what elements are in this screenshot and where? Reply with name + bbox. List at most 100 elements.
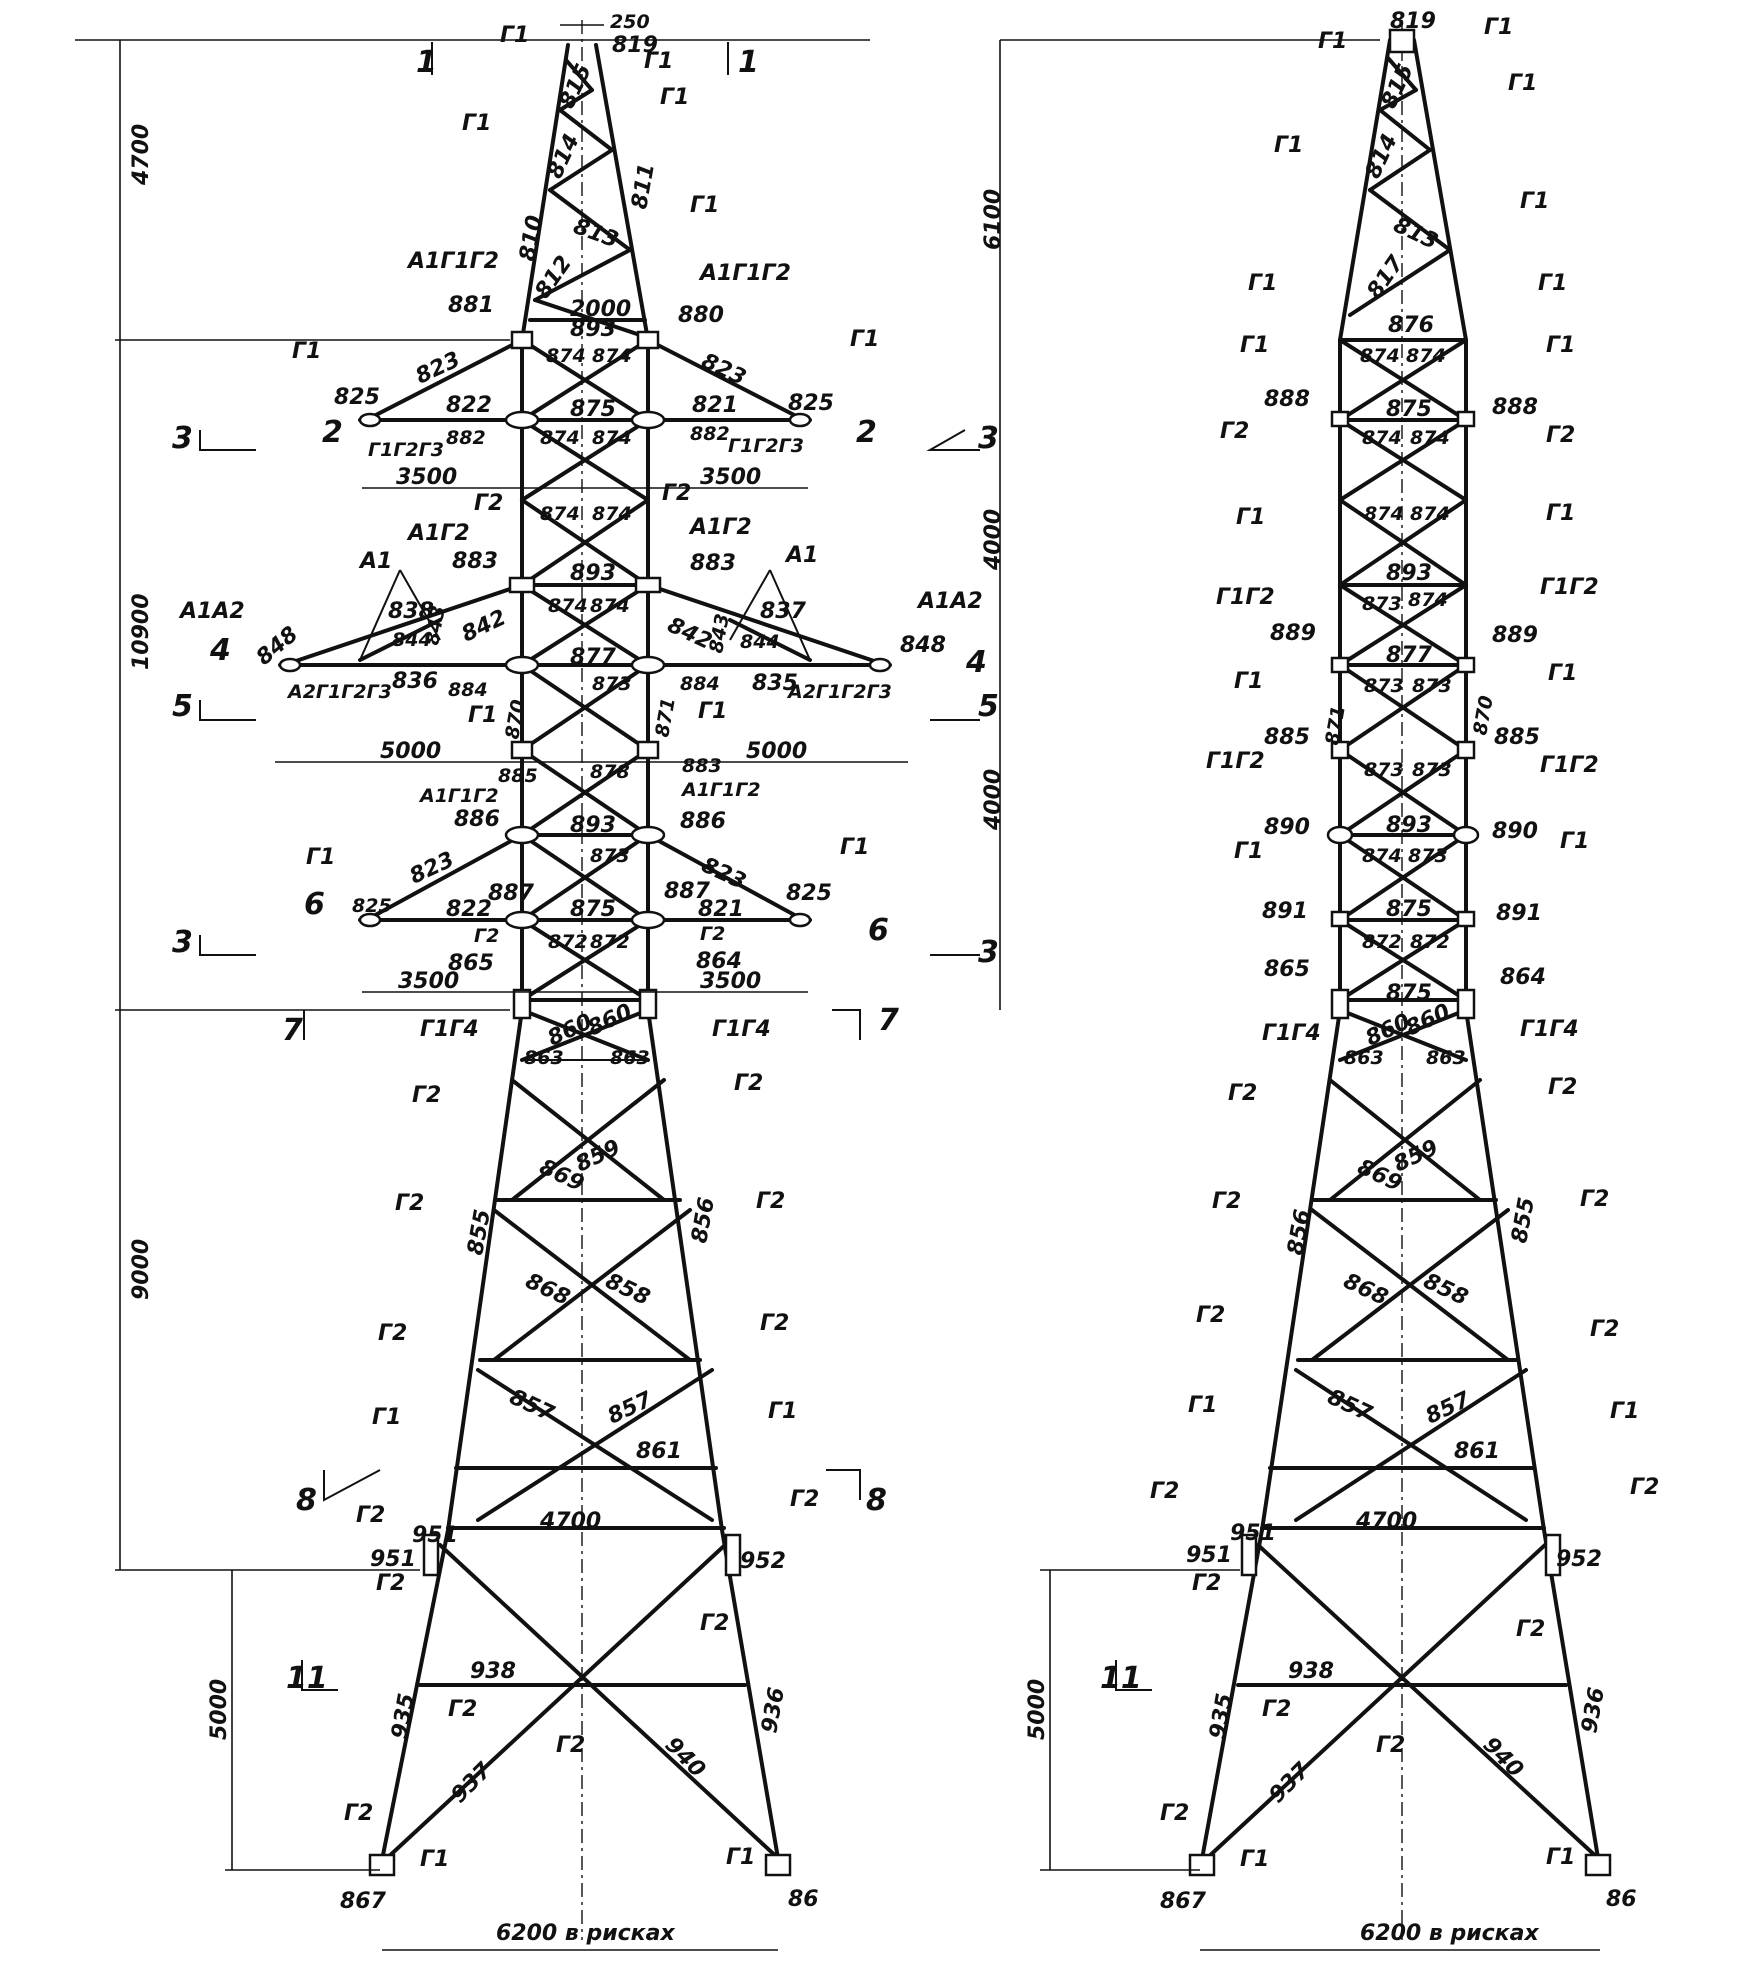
label-a1: А1 (358, 549, 392, 574)
label-p887: 887 (488, 881, 535, 906)
side-base (1203, 1543, 1602, 1862)
label-p872: 872 (590, 931, 630, 953)
label-p874: 874 (1362, 845, 1402, 867)
label-p882: 882 (446, 427, 486, 449)
side-lower-bracing (1260, 1078, 1546, 1530)
section-4-left: 4 (209, 633, 231, 668)
label-g2: Г2 (474, 925, 499, 947)
label-p835: 835 (752, 671, 798, 696)
label-g1: Г1 (372, 1405, 401, 1430)
label-p886: 886 (680, 809, 726, 834)
label-g1g2: Г1Г2 (1540, 753, 1599, 778)
label-g2: Г2 (1160, 1801, 1189, 1826)
side-body-bracing (1338, 338, 1468, 1062)
label-p952: 952 (1556, 1547, 1602, 1572)
label-a1a2: А1А2 (916, 589, 983, 614)
section-7-right: 7 (878, 1003, 899, 1038)
label-p819: 819 (612, 33, 658, 58)
label-g1: Г1 (1248, 271, 1277, 296)
label-g1g2: Г1Г2 (1206, 749, 1265, 774)
label-p859: 859 (572, 1135, 624, 1177)
label-p883: 883 (452, 549, 498, 574)
label-p874: 874 (592, 503, 632, 525)
label-a1a2: А1А2 (178, 599, 245, 624)
label-g1: Г1 (644, 49, 673, 74)
label-p873: 873 (1408, 845, 1448, 867)
upper-traverse (358, 338, 812, 422)
label-p883: 883 (682, 755, 722, 777)
label-g1: Г1 (1240, 1847, 1269, 1872)
dim-middle-arm-left: 5000 (380, 739, 441, 764)
label-p871: 871 (1321, 704, 1350, 747)
label-g2: Г2 (412, 1083, 441, 1108)
label-g1: Г1 (462, 111, 491, 136)
label-p86: 86 (788, 1887, 819, 1912)
section-3-lower-right: 3 (978, 935, 999, 970)
section-6-right: 6 (868, 913, 889, 948)
label-g2: Г2 (1220, 419, 1249, 444)
label-g2: Г2 (556, 1733, 585, 1758)
label-p873: 873 (1412, 759, 1452, 781)
label-g2: Г2 (1262, 1697, 1291, 1722)
section-4-right: 4 (965, 645, 987, 680)
label-g1g2g3: Г1Г2Г3 (368, 439, 444, 461)
label-g2: Г2 (1228, 1081, 1257, 1106)
label-p864: 864 (1500, 965, 1546, 990)
label-p836: 836 (392, 669, 438, 694)
label-p935: 935 (1205, 1691, 1238, 1741)
label-g2: Г2 (344, 1801, 373, 1826)
label-p874: 874 (1410, 503, 1450, 525)
label-p874: 874 (546, 345, 586, 367)
label-a2g1g2g3: А2Г1Г2Г3 (786, 681, 892, 703)
label-p856: 856 (687, 1195, 720, 1245)
dim-side-base-width: 6200 в рисках (1360, 1921, 1539, 1946)
side-peak-bracing (1338, 56, 1468, 342)
label-p873: 873 (1412, 675, 1452, 697)
label-p856: 856 (1283, 1207, 1316, 1257)
label-p872: 872 (1410, 931, 1450, 953)
section-5-right: 5 (978, 689, 999, 724)
label-p857: 857 (1323, 1385, 1376, 1427)
label-p844: 844 (392, 629, 432, 651)
section-7-left: 7 (282, 1013, 303, 1048)
label-p822: 822 (446, 897, 492, 922)
dim-right-lower: 4000 (981, 769, 1006, 831)
label-p877: 877 (1386, 643, 1433, 668)
label-p875: 875 (570, 897, 616, 922)
section-2-right: 2 (856, 415, 877, 450)
label-g1: Г1 (1560, 829, 1589, 854)
dim-right-top: 6100 (981, 189, 1006, 250)
label-p874: 874 (1360, 345, 1400, 367)
label-p872: 872 (548, 931, 588, 953)
label-g1: Г1 (468, 703, 497, 728)
label-g2: Г2 (1376, 1733, 1405, 1758)
section-3-upper-left: 3 (172, 421, 193, 456)
label-a1g2: А1Г2 (406, 521, 470, 546)
label-g1: Г1 (1508, 71, 1537, 96)
label-p858: 858 (601, 1269, 653, 1311)
side-view-labels: 6100 4000 4000 5000 4700 6200 в рисках 1… (981, 9, 1659, 1946)
label-g2: Г2 (662, 481, 691, 506)
label-p893: 893 (1386, 813, 1432, 838)
label-g1: Г1 (1546, 501, 1575, 526)
label-g2: Г2 (1630, 1475, 1659, 1500)
label-p867: 867 (340, 1889, 387, 1914)
dim-height-middle: 10900 (129, 593, 154, 670)
label-g1: Г1 (690, 193, 719, 218)
label-p873: 873 (1362, 593, 1402, 615)
label-p874: 874 (1364, 503, 1404, 525)
label-p893: 893 (570, 561, 616, 586)
label-p825: 825 (786, 881, 832, 906)
label-g1: Г1 (1234, 669, 1263, 694)
label-g1: Г1 (1234, 839, 1263, 864)
label-p873: 873 (1364, 759, 1404, 781)
label-p874: 874 (1410, 427, 1450, 449)
label-g1: Г1 (1274, 133, 1303, 158)
label-p825: 825 (352, 895, 392, 917)
label-g1: Г1 (726, 1845, 755, 1870)
label-g1: Г1 (1318, 29, 1347, 54)
label-g2: Г2 (790, 1487, 819, 1512)
label-p874: 874 (540, 427, 580, 449)
label-g1: Г1 (1240, 333, 1269, 358)
label-g1: Г1 (698, 699, 727, 724)
